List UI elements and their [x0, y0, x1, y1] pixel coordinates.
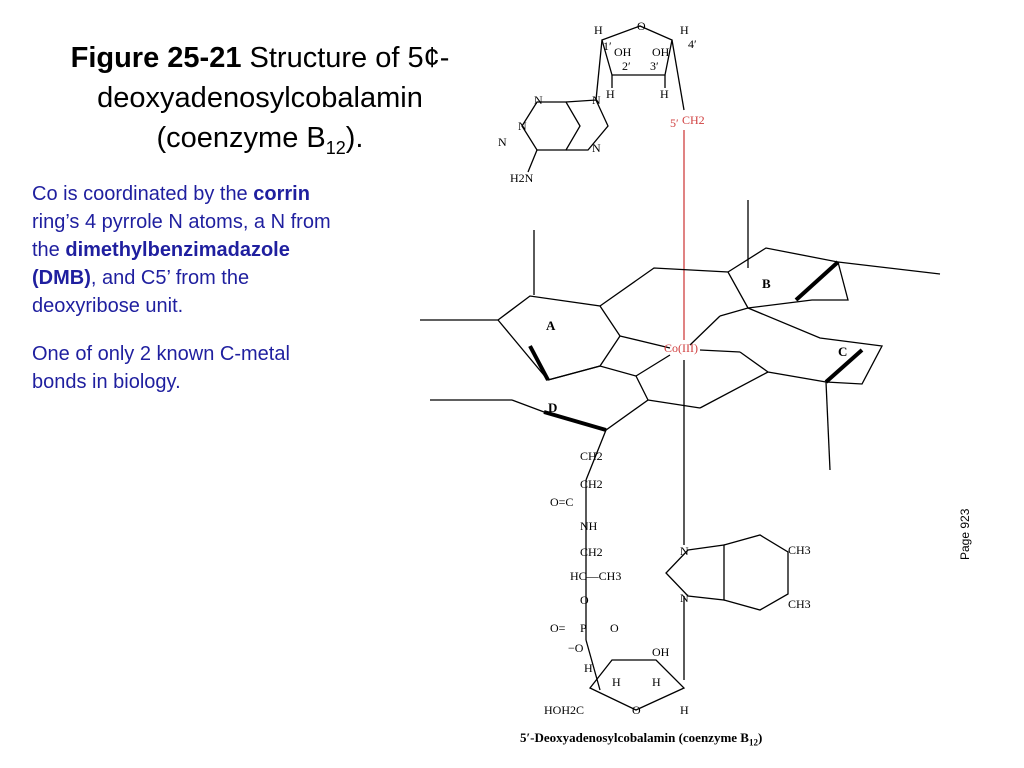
title-line1: Structure of 5¢- — [249, 42, 450, 74]
ring-label-a: A — [546, 318, 556, 333]
phosphate-oeq: O= — [550, 621, 566, 635]
ring-b-left — [599, 267, 749, 317]
dmb-imidazole — [665, 544, 725, 601]
phosphate-o1: O — [580, 593, 589, 607]
dmb-me1: CH3 — [788, 543, 811, 557]
bottom-ribose-h3: H — [652, 675, 661, 689]
phosphate-o2: O — [610, 621, 619, 635]
adenine-ring2 — [565, 99, 609, 151]
note-text: , and C5’ from the deoxyribose unit. — [32, 267, 250, 317]
dmb-n1: N — [680, 544, 689, 558]
dmb-benzene — [723, 534, 789, 611]
adenine-n5: N — [592, 141, 601, 155]
ring-label-d: D — [548, 400, 557, 415]
adenine-n1: N — [534, 93, 543, 107]
bottom-ribose-o: O — [632, 703, 641, 717]
bottom-ribose-hoh2c: HOH2C — [544, 703, 584, 717]
caption-end: ) — [757, 730, 763, 745]
ribose-h-left: H — [594, 23, 603, 37]
note-dmb: dimethylbenzimadazole (DMB) — [32, 239, 290, 289]
note-bond: One of only 2 known C-metal bonds in bio… — [32, 343, 290, 393]
cobalamin-structure: H O H 1′ 4′ OH OH 2′ 3′ H H 5′ CH2 N N N… — [420, 19, 941, 717]
title-line2: deoxyadenosylcobalamin — [97, 82, 423, 114]
ribose-oh1: OH — [614, 45, 632, 59]
dmb-me2: CH3 — [788, 597, 811, 611]
cobalt-center: Co(III) — [664, 341, 698, 355]
ribose-c2: 2′ — [622, 59, 631, 73]
note-corrin: corrin — [253, 183, 310, 205]
ch2-5prime: CH2 — [682, 113, 705, 127]
adenine-n4: N — [498, 135, 507, 149]
notes: Co is coordinated by the corrin ring’s 4… — [32, 180, 332, 416]
top-ribose-ring — [601, 25, 673, 76]
caption-main: 5′-Deoxyadenosylcobalamin (coenzyme B — [520, 730, 749, 745]
note-text: ring’s 4 pyrrole N atoms, a N from the — [32, 211, 331, 261]
bottom-ribose-oh: OH — [652, 645, 670, 659]
phosphate-om: −O — [568, 641, 584, 655]
bottom-ribose-ring — [588, 659, 686, 711]
caption-sub: 12 — [748, 737, 758, 748]
adenine-n3: N — [518, 119, 527, 133]
figure-title: Figure 25-21 Structure of 5¢- deoxyadeno… — [20, 38, 500, 168]
chain-5: O=C — [550, 495, 573, 509]
ribose-o: O — [637, 19, 646, 33]
chain-1: CH2 — [580, 477, 603, 491]
title-line3-sub: 12 — [325, 137, 346, 158]
ribose-h-b2: H — [660, 87, 669, 101]
structure-caption: 5′-Deoxyadenosylcobalamin (coenzyme B12) — [520, 730, 762, 748]
ribose-c1: 1′ — [603, 39, 612, 53]
adenine-n2: N — [592, 93, 601, 107]
ribose-h-right: H — [680, 23, 689, 37]
ribose-h-b1: H — [606, 87, 615, 101]
phosphate-p: P — [580, 621, 587, 635]
dmb-n2: N — [680, 591, 689, 605]
bottom-ribose-h1: H — [584, 661, 593, 675]
ring-b — [727, 247, 849, 309]
note-text: Co is coordinated by the — [32, 183, 254, 205]
ribose-c3: 3′ — [650, 59, 659, 73]
ring-label-c: C — [838, 344, 847, 359]
title-line3-suffix: ). — [345, 122, 364, 154]
chain-2: NH — [580, 519, 598, 533]
bottom-ribose-h4: H — [680, 703, 689, 717]
ribose-c4: 4′ — [688, 37, 697, 51]
chain-0: CH2 — [580, 449, 603, 463]
chain-4: HC—CH3 — [570, 569, 621, 583]
chain-3: CH2 — [580, 545, 603, 559]
ring-c — [739, 307, 884, 385]
ring-a — [497, 295, 621, 381]
ring-label-b: B — [762, 276, 771, 291]
adenine-amine: H2N — [510, 171, 534, 185]
bottom-ribose-h2: H — [612, 675, 621, 689]
title-line3-prefix: (coenzyme B — [156, 122, 326, 154]
figure-label: Figure 25-21 — [70, 42, 242, 74]
c5-label: 5′ — [670, 116, 679, 130]
adenine-ring1 — [521, 101, 581, 151]
note-coordination: Co is coordinated by the corrin ring’s 4… — [32, 180, 332, 320]
ribose-oh2: OH — [652, 45, 670, 59]
